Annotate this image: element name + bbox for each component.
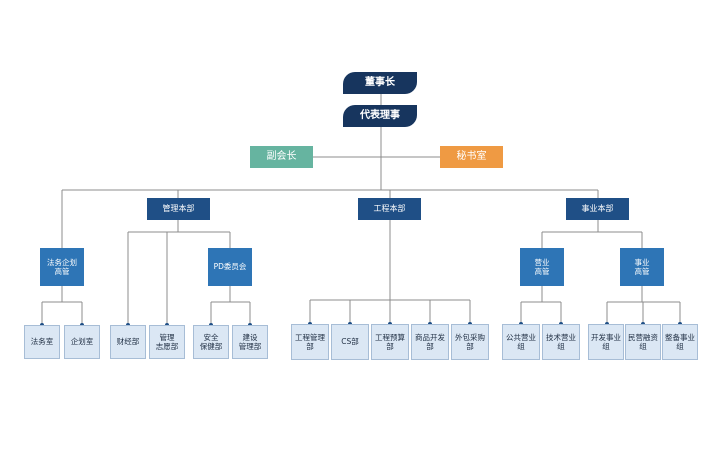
construction-mgmt-dept-node[interactable]: 建设 管理部 xyxy=(232,325,268,359)
product-dev-dept-node[interactable]: 商品开发 部 xyxy=(411,324,449,360)
eng-budget-dept-node[interactable]: 工程预算 部 xyxy=(371,324,409,360)
pd-committee-node[interactable]: PD委员会 xyxy=(208,248,252,286)
maintenance-business-group-node[interactable]: 整备事业 组 xyxy=(662,324,698,360)
vice-chairman-node[interactable]: 副会长 xyxy=(250,146,313,168)
representative-node[interactable]: 代表理事 xyxy=(343,105,417,127)
cs-dept-node[interactable]: CS部 xyxy=(331,324,369,360)
planning-office-node[interactable]: 企划室 xyxy=(64,325,100,359)
secretary-office-node[interactable]: 秘书室 xyxy=(440,146,503,168)
private-investment-group-node[interactable]: 民营融资 组 xyxy=(625,324,661,360)
eng-mgmt-dept-node[interactable]: 工程管理 部 xyxy=(291,324,329,360)
public-sales-group-node[interactable]: 公共营业 组 xyxy=(502,324,540,360)
legal-planning-exec-node[interactable]: 法务企划 高管 xyxy=(40,248,84,286)
management-division-node[interactable]: 管理本部 xyxy=(147,198,210,220)
chairman-node[interactable]: 董事长 xyxy=(343,72,417,94)
management-volunteer-dept-node[interactable]: 管理 志愿部 xyxy=(149,325,185,359)
safety-health-dept-node[interactable]: 安全 保健部 xyxy=(193,325,229,359)
dev-business-group-node[interactable]: 开发事业 组 xyxy=(588,324,624,360)
business-division-node[interactable]: 事业本部 xyxy=(566,198,629,220)
business-exec-node[interactable]: 事业 高管 xyxy=(620,248,664,286)
sales-exec-node[interactable]: 营业 高管 xyxy=(520,248,564,286)
legal-office-node[interactable]: 法务室 xyxy=(24,325,60,359)
tech-sales-group-node[interactable]: 技术营业 组 xyxy=(542,324,580,360)
outsourcing-dept-node[interactable]: 外包采购 部 xyxy=(451,324,489,360)
finance-dept-node[interactable]: 财经部 xyxy=(110,325,146,359)
engineering-division-node[interactable]: 工程本部 xyxy=(358,198,421,220)
